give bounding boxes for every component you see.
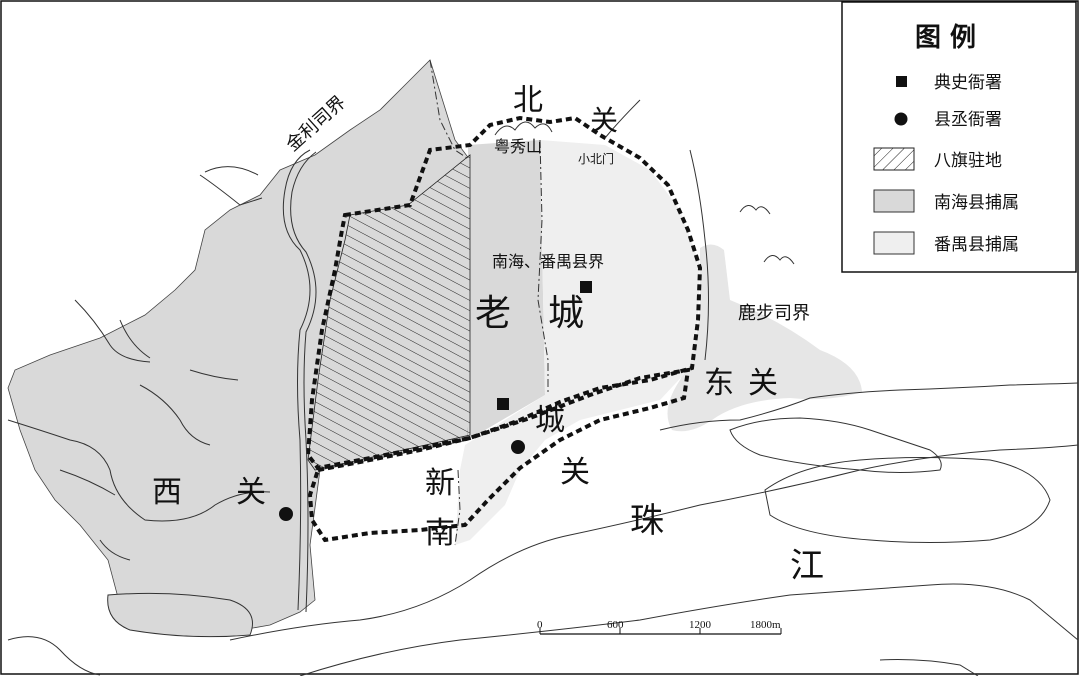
legend-label-vice: 县丞衙署	[934, 110, 1002, 130]
legend-title: 图 例	[915, 23, 976, 53]
label-xinnan-4: 关	[560, 455, 590, 490]
scale-tick-1200: 1200	[689, 619, 712, 631]
label-yuexiushan: 粤秀山	[494, 137, 542, 156]
legend-label-clerk: 典史衙署	[934, 73, 1002, 93]
county-boundary-line	[537, 139, 549, 395]
west-boundary-line	[429, 59, 471, 161]
label-xiguan-2: 关	[236, 475, 266, 510]
scale-tick-1800m: 1800m	[750, 619, 781, 631]
scale-tick-600: 600	[607, 619, 624, 631]
legend-panyu-icon	[873, 231, 915, 255]
label-xiguan-1: 西	[152, 475, 182, 510]
legend-circle-icon	[894, 112, 908, 126]
magistrate-clerk-office	[497, 398, 509, 410]
label-xinnan-1: 新	[425, 466, 455, 501]
label-beiguan-1: 北	[513, 83, 543, 118]
vice-magistrate-office	[279, 507, 293, 521]
pearl-river	[107, 382, 1079, 676]
label-county-boundary: 南海、番禺县界	[492, 252, 604, 271]
label-xinnan-2: 城	[535, 403, 565, 438]
legend-hatch-icon	[873, 147, 915, 171]
vice-magistrate-office	[511, 440, 525, 454]
dongguan-halo	[667, 244, 862, 432]
legend-label-panyu: 番禺县捕属	[934, 235, 1019, 255]
scale-bar: 0 600 1200 1800m	[537, 619, 782, 635]
legend-nanhai-icon	[873, 189, 915, 213]
scale-tick-0: 0	[537, 619, 543, 631]
label-zhujiang-2: 江	[790, 546, 824, 586]
legend: 图 例 典史衙署 县丞衙署 八旗驻地 南海县捕属 番禺县捕属	[841, 1, 1077, 273]
magistrate-clerk-office	[580, 281, 592, 293]
nanhai-area	[7, 59, 476, 633]
label-laocheng-2: 城	[548, 293, 584, 334]
label-zhujiang-1: 珠	[630, 501, 664, 541]
label-xiaobeimen: 小北门	[578, 151, 614, 166]
banner-garrison-area	[307, 154, 471, 471]
label-dongguan-1: 东	[704, 366, 734, 401]
waterways	[7, 99, 709, 676]
label-xinnan-3: 南	[425, 516, 455, 551]
label-beiguan-2: 关	[590, 104, 618, 137]
hill-marks	[494, 121, 795, 265]
nanhai-oldcity	[468, 140, 545, 440]
label-laocheng-1: 老	[475, 293, 511, 334]
legend-label-nanhai: 南海县捕属	[934, 193, 1019, 213]
old-city-wall	[305, 115, 703, 471]
legend-square-icon	[896, 76, 907, 87]
label-dongguan-2: 关	[748, 366, 778, 401]
legend-label-banners: 八旗驻地	[934, 151, 1002, 171]
label-lubu: 鹿步司界	[738, 303, 810, 324]
